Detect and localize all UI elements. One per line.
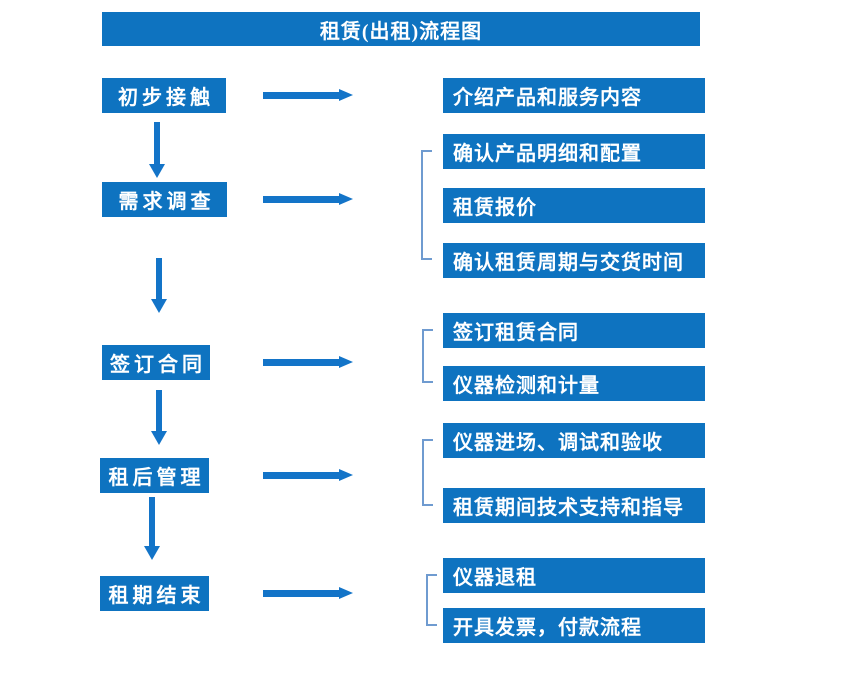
detail-box-confirm-period-delivery: 确认租赁周期与交货时间 [443,243,705,278]
detail-box-sign-rental-contract: 签订租赁合同 [443,313,705,348]
bracket-group-rental-end [426,574,437,626]
down-arrow-1 [149,122,166,178]
detail-box-instrument-return: 仪器退租 [443,558,705,593]
detail-box-rental-tech-support: 租赁期间技术支持和指导 [443,488,705,523]
arrow-head-icon [339,469,353,481]
step-box-sign-contract: 签订合同 [102,345,210,380]
detail-box-introduce-products: 介绍产品和服务内容 [443,78,705,113]
right-arrow-1 [263,89,353,102]
right-arrow-5 [263,587,353,600]
arrow-head-icon [151,431,167,445]
arrow-shaft [263,196,340,203]
arrow-head-icon [339,193,353,205]
arrow-shaft [263,590,340,597]
bracket-group-post-rental [422,439,433,506]
step-box-demand-survey: 需求调查 [102,182,227,217]
detail-box-instrument-testing: 仪器检测和计量 [443,366,705,401]
detail-box-confirm-product-details: 确认产品明细和配置 [443,134,705,169]
arrow-shaft [149,497,155,547]
arrow-head-icon [339,587,353,599]
detail-box-instrument-setup-acceptance: 仪器进场、调试和验收 [443,423,705,458]
bracket-group-demand-survey [421,150,432,260]
down-arrow-2 [151,258,168,313]
step-box-initial-contact: 初步接触 [102,78,226,113]
arrow-head-icon [144,546,160,560]
step-box-rental-end: 租期结束 [100,576,209,611]
arrow-head-icon [151,299,167,313]
step-box-post-rental-management: 租后管理 [100,458,209,493]
down-arrow-4 [144,497,161,560]
detail-box-rental-quote: 租赁报价 [443,188,705,223]
arrow-shaft [156,390,162,432]
detail-box-invoice-payment: 开具发票，付款流程 [443,608,705,643]
bracket-group-sign-contract [422,329,433,383]
arrow-shaft [263,92,340,99]
arrow-shaft [263,472,340,479]
arrow-head-icon [149,164,165,178]
right-arrow-4 [263,469,353,482]
right-arrow-2 [263,193,353,206]
title-bar: 租赁(出租)流程图 [102,12,700,46]
arrow-shaft [156,258,162,300]
arrow-head-icon [339,356,353,368]
down-arrow-3 [151,390,168,445]
arrow-shaft [154,122,160,165]
arrow-head-icon [339,89,353,101]
arrow-shaft [263,359,340,366]
diagram-title: 租赁(出租)流程图 [319,20,483,43]
right-arrow-3 [263,356,353,369]
